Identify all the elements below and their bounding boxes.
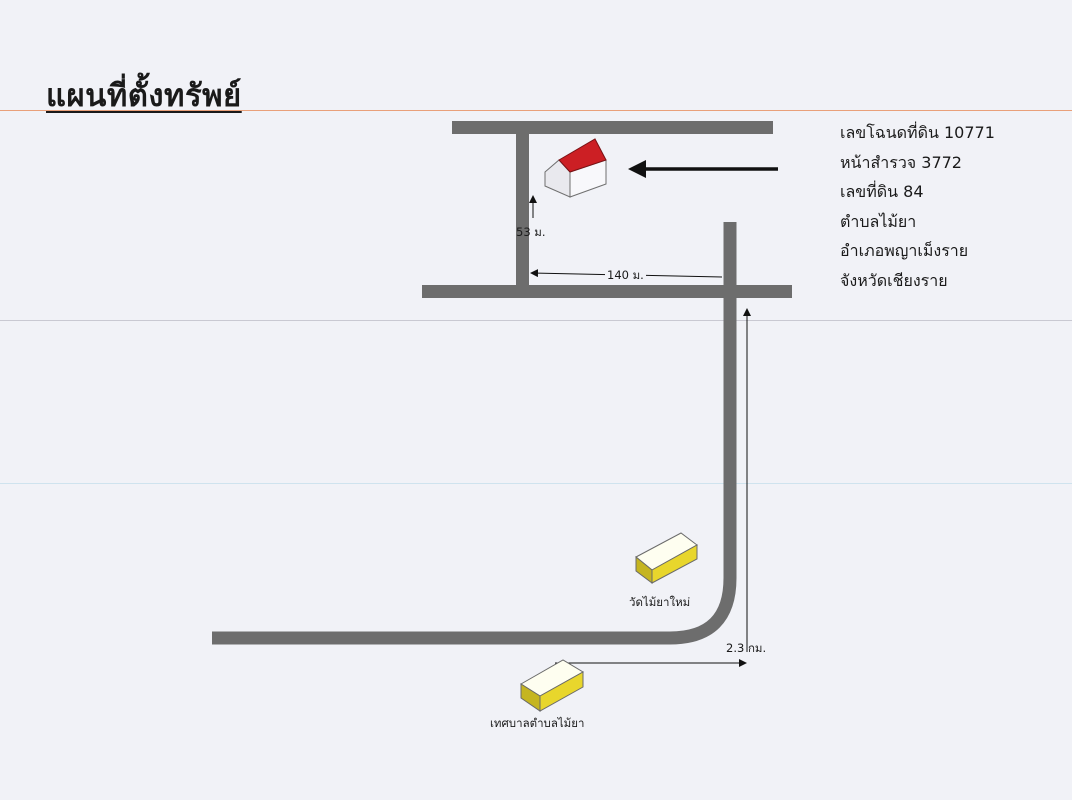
municipality-label: เทศบาลตำบลไม้ยา [490, 716, 585, 730]
road-top [452, 121, 773, 134]
info-line-province: จังหวัดเชียงราย [840, 270, 948, 290]
info-line-deed: เลขโฉนดที่ดิน 10771 [840, 123, 995, 142]
temple-building-icon [635, 532, 698, 584]
info-line-survey: หน้าสำรวจ 3772 [840, 152, 962, 172]
scan-line [0, 320, 1072, 321]
road-main [212, 222, 737, 645]
road-middle [422, 285, 792, 298]
accent-line [0, 110, 1072, 111]
municipality-building-icon [520, 659, 584, 712]
distance-label-main: 2.3 กม. [726, 641, 767, 655]
distance-label-side: 140 ม. [605, 267, 646, 285]
info-line-district: อำเภอพญาเม็งราย [840, 241, 969, 260]
distance-label-house: 53 ม. [516, 225, 546, 239]
roads [212, 121, 792, 645]
road-lane [516, 121, 529, 293]
info-line-land-no: เลขที่ดิน 84 [840, 182, 924, 201]
info-line-subdistrict: ตำบลไม้ยา [840, 211, 917, 231]
house-icon [544, 138, 607, 198]
arrow-head [628, 160, 646, 178]
temple-label: วัดไม้ยาใหม่ [629, 595, 691, 609]
page-title: แผนที่ตั้งทรัพย์ [46, 78, 242, 114]
property-info: เลขโฉนดที่ดิน 10771 หน้าสำรวจ 3772 เลขที… [840, 118, 995, 295]
scan-line [0, 483, 1072, 484]
